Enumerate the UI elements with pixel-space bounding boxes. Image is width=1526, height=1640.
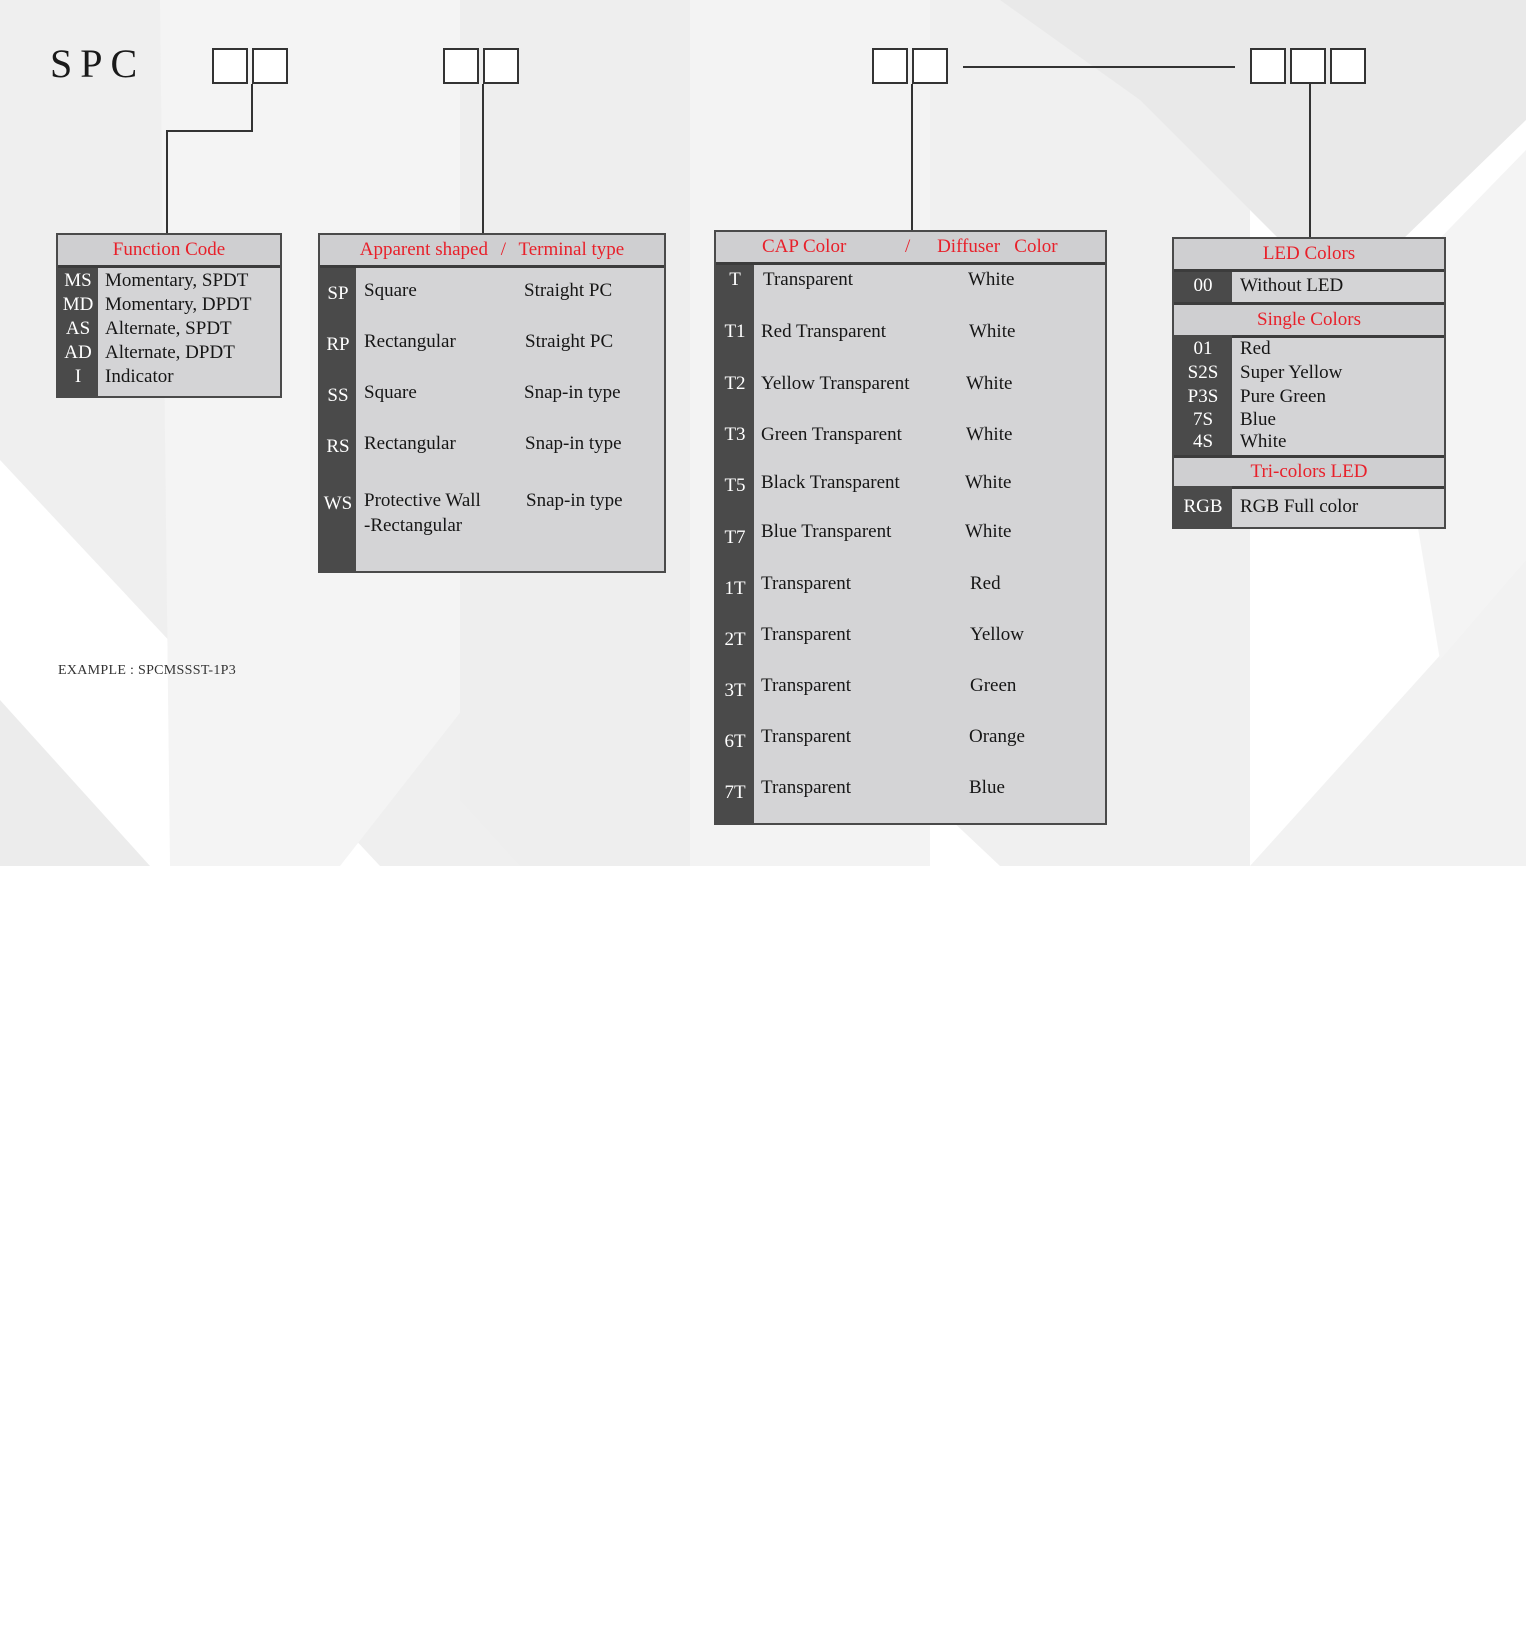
separator-line bbox=[963, 66, 1235, 68]
connector-line bbox=[166, 130, 168, 234]
shape-terminal-table: Apparent shaped / Terminal type SP Squar… bbox=[318, 233, 666, 573]
example-part-number: EXAMPLE : SPCMSSST-1P3 bbox=[58, 663, 237, 678]
cap-color-slots bbox=[872, 48, 952, 84]
shape-terminal-slots bbox=[443, 48, 523, 84]
slot-box bbox=[872, 48, 908, 84]
connector-line bbox=[482, 84, 484, 234]
led-color-slots bbox=[1250, 48, 1370, 84]
shape-terminal-header: Apparent shaped / Terminal type bbox=[320, 235, 664, 268]
single-colors-header: Single Colors bbox=[1174, 302, 1444, 338]
connector-line bbox=[251, 84, 253, 132]
led-colors-table: LED Colors 00 Without LED Single Colors … bbox=[1172, 237, 1446, 529]
code-column bbox=[1174, 486, 1232, 529]
background-pattern bbox=[0, 0, 1526, 866]
slot-box bbox=[252, 48, 288, 84]
slot-box bbox=[1250, 48, 1286, 84]
code-column bbox=[716, 265, 754, 825]
function-code-table: Function Code MS Momentary, SPDT MD Mome… bbox=[56, 233, 282, 398]
slot-box bbox=[212, 48, 248, 84]
slot-box bbox=[443, 48, 479, 84]
cap-color-header: CAP Color / Diffuser Color bbox=[716, 232, 1105, 265]
tri-colors-header: Tri-colors LED bbox=[1174, 455, 1444, 489]
cap-color-table: CAP Color / Diffuser Color T Transparent… bbox=[714, 230, 1107, 825]
part-prefix: SPC bbox=[50, 41, 146, 86]
slot-box bbox=[1330, 48, 1366, 84]
code-column bbox=[320, 268, 356, 573]
code-column bbox=[1174, 335, 1232, 455]
slot-box bbox=[1290, 48, 1326, 84]
led-colors-header: LED Colors bbox=[1174, 239, 1444, 272]
slot-box bbox=[912, 48, 948, 84]
code-column bbox=[1174, 272, 1232, 302]
function-code-header: Function Code bbox=[58, 235, 280, 268]
code-column bbox=[58, 268, 98, 398]
connector-line bbox=[166, 130, 253, 132]
function-code-slots bbox=[212, 48, 292, 84]
connector-line bbox=[911, 84, 913, 230]
connector-line bbox=[1309, 84, 1311, 238]
slot-box bbox=[483, 48, 519, 84]
